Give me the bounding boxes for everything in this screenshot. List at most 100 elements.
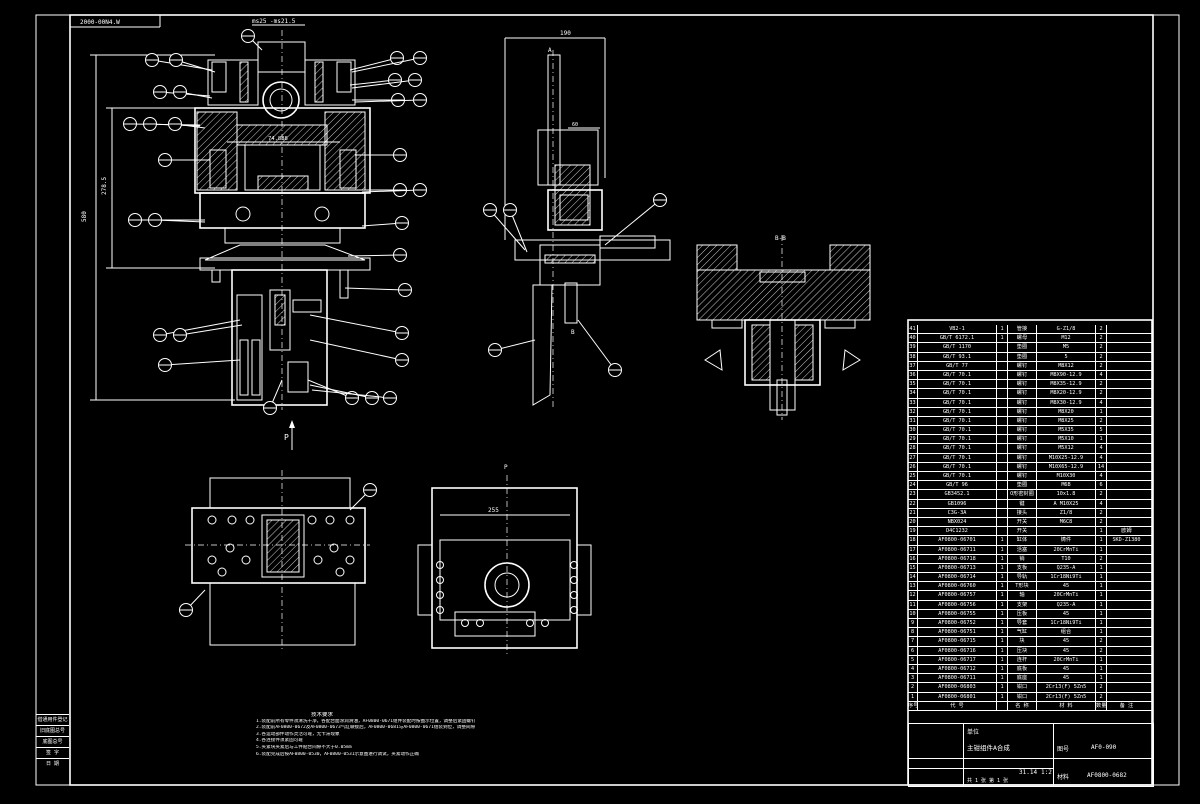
bom-cell-rem — [1107, 601, 1146, 609]
bom-cell-mat: M8X25 — [1037, 416, 1096, 426]
bom-cell-rem — [1107, 472, 1146, 480]
bom-cell-mat: Z1/8 — [1037, 508, 1096, 517]
bom-cell-code: NBX024 — [918, 517, 997, 527]
bom-cell-qty — [997, 472, 1008, 481]
view-label-p: P — [284, 433, 289, 442]
leader-line — [351, 79, 416, 89]
bom-cell-qty — [997, 407, 1008, 416]
bom-cell-mat: M10X30 — [1037, 472, 1096, 481]
bom-cell-qty: 1 — [997, 600, 1008, 609]
bom-cell-qty — [997, 380, 1008, 389]
bolt-hole — [329, 543, 339, 553]
bom-cell-no: 4 — [908, 664, 918, 674]
bom-cell-cnt: 1 — [1096, 563, 1107, 573]
bom-cell-name: 销 — [1008, 554, 1037, 563]
bom-cell-cnt: 14 — [1096, 462, 1107, 471]
bom-cell-rem — [1107, 408, 1146, 416]
bom-cell-mat: 45 — [1037, 664, 1096, 674]
bolt-hole — [225, 543, 235, 553]
bom-cell-qty: 1 — [997, 674, 1008, 683]
bolt-hole — [541, 619, 549, 627]
bom-cell-no: 21 — [908, 508, 918, 517]
bolt-hole — [307, 515, 317, 525]
bom-cell-mat: M8X20-12.9 — [1037, 389, 1096, 398]
bom-cell-rem — [1107, 371, 1146, 379]
bom-cell-name: 键 — [1008, 499, 1037, 508]
bom-cell-no: 15 — [908, 563, 918, 573]
bom-cell-rem — [1107, 674, 1146, 682]
bom-cell-cnt: 2 — [1096, 416, 1107, 426]
bom-cell-qty — [997, 481, 1008, 490]
title-block: 主钳组件A合成 单位 图号 AF0-090 材料 AF0800-0682 31.… — [908, 723, 1154, 787]
bom-cell-code: GB/T 6172.1 — [918, 334, 997, 343]
bom-cell-mat: T10 — [1037, 554, 1096, 563]
bom-cell-qty — [997, 527, 1008, 536]
bom-cell-mat: A M10X25 — [1037, 499, 1096, 508]
bom-cell-qty: 1 — [997, 637, 1008, 646]
bom-cell-cnt: 4 — [1096, 444, 1107, 453]
bom-cell-no: 6 — [908, 646, 918, 655]
strip-cell: 底图总号 — [36, 736, 69, 747]
bom-cell-no: 16 — [908, 554, 918, 563]
bom-cell-code: GB/T 70.1 — [918, 407, 997, 416]
leader-line — [309, 384, 373, 399]
bom-cell-rem — [1107, 380, 1146, 388]
bolt-hole — [570, 606, 578, 614]
bom-cell-name: 开关 — [1008, 527, 1037, 536]
bom-cell-code: AF0800-06711 — [918, 674, 997, 683]
arrow-label-b: B — [571, 329, 575, 336]
note-line: 5.夹紧块夹紧后与工件贴合间隙不大于0.05mm — [256, 744, 352, 750]
assembly-name: 主钳组件A合成 — [967, 744, 1010, 752]
bom-cell-cnt: 4 — [1096, 398, 1107, 407]
bom-cell-no: 20 — [908, 517, 918, 527]
bom-cell-no: 25 — [908, 472, 918, 481]
bom-header-qty — [997, 701, 1008, 710]
bolt-hole — [345, 515, 355, 525]
bom-cell-no: 37 — [908, 361, 918, 370]
bom-cell-no: 36 — [908, 370, 918, 380]
bom-cell-mat: 10x1.8 — [1037, 490, 1096, 499]
leader-line — [509, 209, 528, 253]
bom-cell-rem — [1107, 665, 1146, 673]
bom-header-rem: 备 注 — [1119, 702, 1134, 709]
bom-header-code: 代 号 — [918, 701, 997, 710]
bom-cell-name: 缸体 — [1008, 536, 1037, 545]
bom-cell-code: GB/T 70.1 — [918, 380, 997, 389]
bom-cell-cnt: 1 — [1096, 619, 1107, 628]
bottom-view-left-balloons — [179, 483, 377, 617]
bom-cell-cnt: 2 — [1096, 490, 1107, 499]
view-letter-top: P — [504, 464, 508, 471]
bom-cell-no: 32 — [908, 407, 918, 416]
bom-cell-rem — [1107, 325, 1146, 333]
bottom-view-left-holes — [207, 515, 355, 577]
bom-cell-mat: 铸件 — [1037, 536, 1096, 545]
bom-cell-name: 支板 — [1008, 563, 1037, 573]
bom-cell-cnt: 1 — [1096, 527, 1107, 536]
leader-line — [604, 199, 661, 246]
leader-line — [309, 314, 403, 334]
bom-cell-rem — [1107, 334, 1146, 342]
bom-cell-code: AF0800-06755 — [918, 609, 997, 618]
bom-cell-no: 17 — [908, 545, 918, 554]
bom-cell-cnt: 1 — [1096, 674, 1107, 683]
bom-cell-cnt: 2 — [1096, 554, 1107, 563]
bottom-view-left — [185, 470, 370, 650]
bom-cell-mat: 20CrMnTi — [1037, 591, 1096, 600]
bom-cell-rem — [1107, 417, 1146, 425]
bom-cell-name: 螺钉 — [1008, 472, 1037, 481]
leader-line — [344, 287, 406, 291]
bom-cell-mat: M8X90-12.9 — [1037, 370, 1096, 380]
bom-cell-cnt: 1 — [1096, 664, 1107, 674]
bom-cell-rem — [1107, 362, 1146, 370]
